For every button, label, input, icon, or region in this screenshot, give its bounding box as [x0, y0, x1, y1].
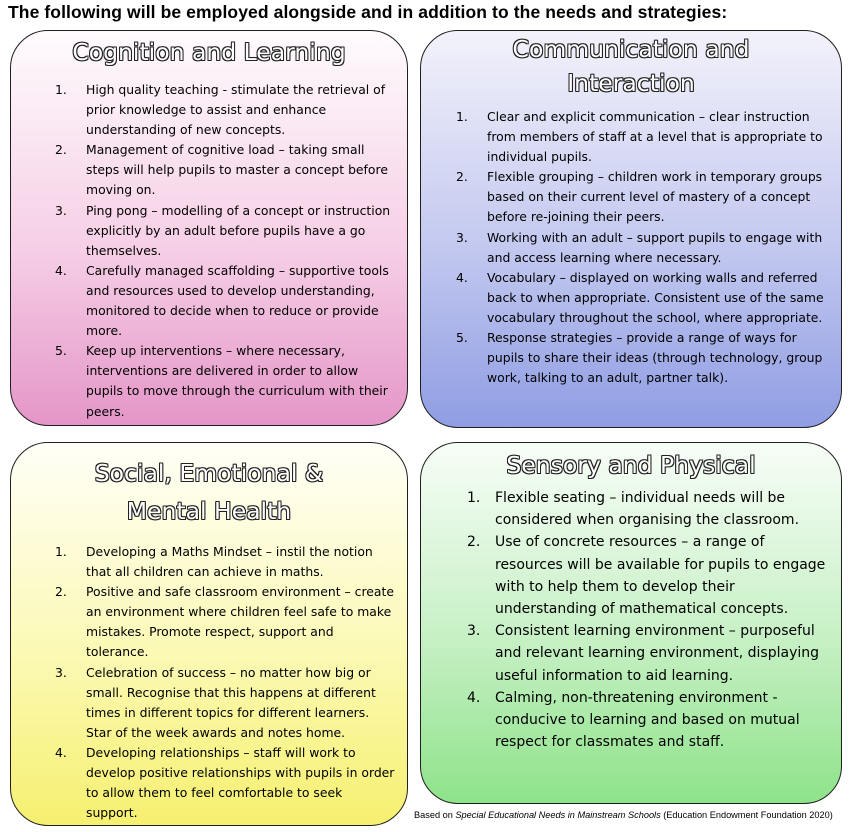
semh-list: 1.Developing a Maths Mindset – instil th… [55, 542, 395, 823]
cognition-learning-list: 1.High quality teaching - stimulate the … [55, 80, 395, 422]
list-item: 3.Ping pong – modelling of a concept or … [55, 202, 391, 258]
list-item: 4.Developing relationships – staff will … [55, 744, 395, 821]
cognition-learning-panel: Cognition and Learning 1.High quality te… [10, 30, 408, 426]
list-item: 3.Consistent learning environment – purp… [467, 623, 820, 684]
list-item: 3.Celebration of success – no matter how… [55, 664, 376, 740]
list-item: 2.Flexible grouping – children work in t… [456, 169, 823, 225]
source-title: Special Educational Needs in Mainstream … [455, 810, 661, 820]
source-citation: Based on Special Educational Needs in Ma… [414, 810, 833, 820]
list-item: 2.Management of cognitive load – taking … [55, 142, 388, 198]
list-item: 5.Response strategies – provide a range … [456, 330, 823, 386]
communication-interaction-panel: Communication and Interaction 1.Clear an… [420, 30, 842, 428]
list-item: 1.Developing a Maths Mindset – instil th… [55, 544, 373, 580]
list-item: 2.Use of concrete resources – a range of… [467, 534, 826, 618]
page-heading: The following will be employed alongside… [8, 2, 728, 22]
list-item: 4.Calming, non-threatening environment -… [467, 689, 800, 751]
communication-interaction-title: Communication and Interaction [512, 35, 750, 97]
list-item: 1.Clear and explicit communication – cle… [456, 109, 823, 165]
list-item: 5.Keep up interventions – where necessar… [55, 343, 388, 419]
list-item: 1.High quality teaching - stimulate the … [55, 82, 386, 138]
list-item: 2.Positive and safe classroom environmen… [55, 584, 394, 660]
sensory-physical-panel: Sensory and Physical 1.Flexible seating … [420, 442, 842, 804]
communication-interaction-list: 1.Clear and explicit communication – cle… [456, 107, 827, 388]
semh-panel: Social, Emotional & Mental Health 1.Deve… [10, 442, 408, 826]
list-item: 4.Carefully managed scaffolding – suppor… [55, 262, 389, 339]
list-item: 1.Flexible seating – individual needs wi… [467, 490, 800, 529]
cognition-learning-title: Cognition and Learning [72, 38, 346, 66]
sensory-physical-title: Sensory and Physical [506, 451, 756, 479]
list-item: 3.Working with an adult – support pupils… [456, 229, 823, 265]
sensory-physical-list: 1.Flexible seating – individual needs wi… [467, 487, 827, 753]
list-item: 4.Vocabulary – displayed on working wall… [456, 269, 824, 325]
semh-title: Social, Emotional & Mental Health [94, 459, 324, 525]
